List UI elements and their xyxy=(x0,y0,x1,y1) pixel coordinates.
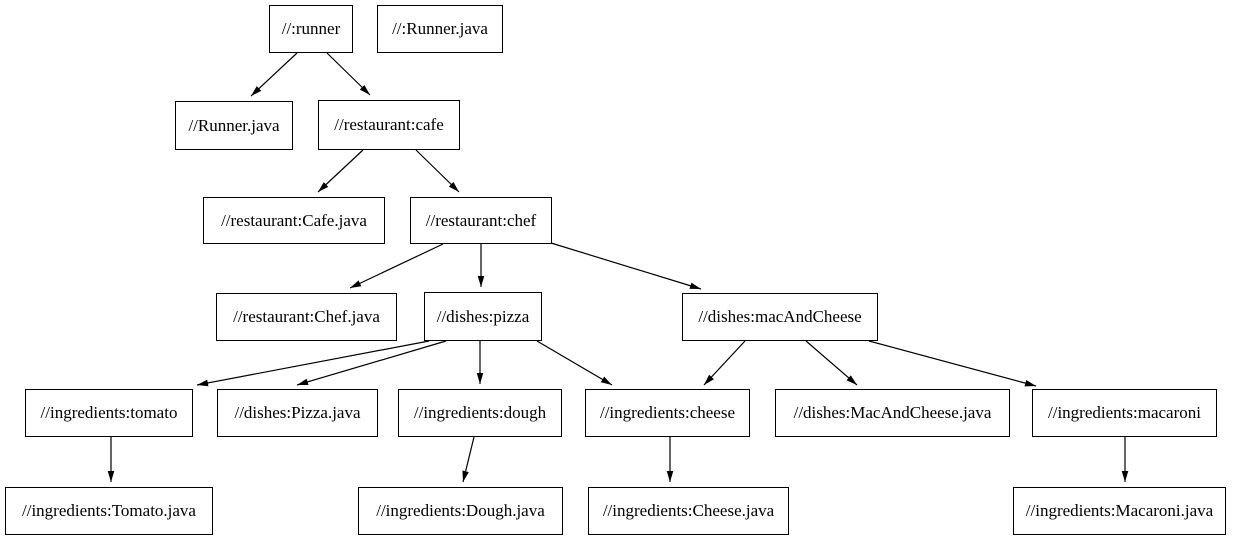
graph-node-cheese: //ingredients:cheese xyxy=(585,389,750,437)
graph-node-chef: //restaurant:chef xyxy=(410,197,552,244)
edge-chef-to-chef-java xyxy=(349,243,444,289)
edge-cafe-to-chef xyxy=(415,149,460,193)
edge-runner-to-cafe xyxy=(326,52,371,96)
graph-node-macaroni-java: //ingredients:Macaroni.java xyxy=(1013,487,1226,535)
edge-mac-and-cheese-to-mac-java xyxy=(805,340,858,386)
graph-node-tomato: //ingredients:tomato xyxy=(25,389,193,437)
graph-node-cheese-java: //ingredients:Cheese.java xyxy=(588,487,789,535)
edge-mac-and-cheese-to-cheese xyxy=(703,340,746,386)
edge-cafe-to-cafe-java xyxy=(317,149,364,193)
graph-node-chef-java: //restaurant:Chef.java xyxy=(216,293,397,341)
edge-mac-and-cheese-to-macaroni xyxy=(868,340,1037,387)
edge-runner-to-runner-java xyxy=(250,52,298,97)
edge-pizza-to-pizza-java xyxy=(296,340,447,386)
edge-pizza-to-tomato xyxy=(196,340,430,387)
graph-node-dough: //ingredients:dough xyxy=(398,389,562,437)
graph-node-mac-and-cheese-java: //dishes:MacAndCheese.java xyxy=(775,389,1010,437)
graph-node-runner-java: //Runner.java xyxy=(175,101,293,150)
graph-node-tomato-java: //ingredients:Tomato.java xyxy=(5,487,213,535)
graph-node-pizza-java: //dishes:Pizza.java xyxy=(217,389,378,437)
graph-node-mac-and-cheese: //dishes:macAndCheese xyxy=(682,293,878,341)
edge-pizza-to-cheese xyxy=(536,340,613,386)
graph-node-runner-java-root: //:Runner.java xyxy=(377,5,503,53)
edge-dough-to-dough-java xyxy=(462,436,475,483)
graph-node-runner: //:runner xyxy=(269,5,353,53)
graph-node-dough-java: //ingredients:Dough.java xyxy=(358,487,563,535)
graph-node-cafe-java: //restaurant:Cafe.java xyxy=(203,197,385,244)
graph-node-pizza: //dishes:pizza xyxy=(424,292,542,341)
edge-chef-to-mac-and-cheese xyxy=(550,242,702,290)
graph-node-macaroni: //ingredients:macaroni xyxy=(1032,389,1217,437)
graph-node-cafe: //restaurant:cafe xyxy=(318,100,460,150)
